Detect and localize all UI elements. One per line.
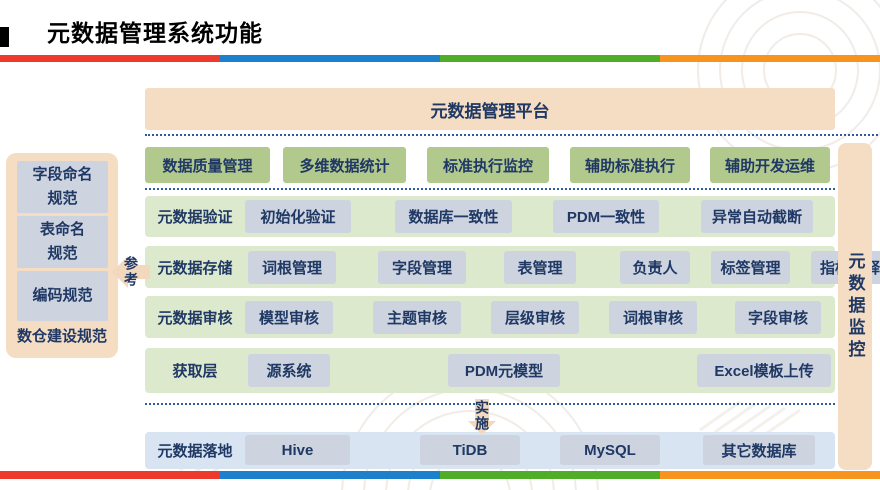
spec-box-coding: 编码规范: [17, 271, 108, 321]
layer-item: PDM一致性: [553, 200, 659, 233]
spec-box-field-naming: 字段命名 规范: [17, 161, 108, 213]
layer-storage: 元数据存储 词根管理 字段管理 表管理 负责人 标签管理 指标解释: [145, 246, 880, 288]
layer-landing: 元数据落地 Hive TiDB MySQL 其它数据库: [145, 432, 835, 469]
layer-item: 字段管理: [378, 251, 466, 284]
layer-item: 数据库一致性: [395, 200, 512, 233]
top-color-stripe: [0, 55, 880, 62]
layer-review: 元数据审核 模型审核 主题审核 层级审核 词根审核 字段审核: [145, 296, 835, 338]
landing-item-tidb: TiDB: [420, 435, 520, 465]
platform-header: 元数据管理平台: [145, 88, 835, 130]
layer-item: 词根审核: [609, 301, 697, 334]
stripe-green: [440, 471, 660, 479]
layer-label: 元数据存储: [157, 259, 233, 277]
layer-item: PDM元模型: [448, 354, 560, 387]
page-title: 元数据管理系统功能: [47, 20, 263, 46]
function-box-multidim-stats: 多维数据统计: [283, 147, 406, 183]
layer-acquisition: 获取层 源系统 PDM元模型 Excel模板上传: [145, 348, 835, 393]
metadata-monitor-panel: 元数据监控: [838, 143, 872, 470]
layer-item: 主题审核: [373, 301, 461, 334]
stripe-red: [0, 471, 220, 479]
layer-item: Excel模板上传: [697, 354, 831, 387]
stripe-orange: [660, 471, 880, 479]
page-edge-mark: [0, 27, 9, 47]
layer-label: 元数据审核: [157, 309, 233, 327]
bottom-color-stripe: [0, 471, 880, 479]
implementation-label: 实施: [474, 400, 490, 432]
landing-item-hive: Hive: [245, 435, 350, 465]
monitor-label: 元数据监控: [845, 251, 865, 362]
landing-item-mysql: MySQL: [560, 435, 660, 465]
layer-item: 模型审核: [245, 301, 333, 334]
separator-functions: [145, 188, 835, 190]
layer-item: 标签管理: [711, 251, 790, 284]
layer-item: 异常自动截断: [701, 200, 813, 233]
reference-annotation: 参考: [110, 248, 152, 296]
layer-item: 负责人: [620, 251, 690, 284]
layer-item: 字段审核: [735, 301, 821, 334]
layer-item: 层级审核: [491, 301, 579, 334]
implementation-annotation: 实施: [462, 395, 502, 437]
layer-item: 表管理: [504, 251, 576, 284]
reference-label: 参考: [123, 256, 139, 288]
stripe-red: [0, 55, 220, 62]
layer-item: 源系统: [248, 354, 330, 387]
stripe-blue: [220, 471, 440, 479]
naming-spec-panel: 字段命名 规范 表命名 规范 编码规范 数仓建设规范: [6, 153, 118, 358]
layer-item: 词根管理: [248, 251, 336, 284]
function-box-standard-monitor: 标准执行监控: [427, 147, 549, 183]
function-box-devops-assist: 辅助开发运维: [710, 147, 830, 183]
layer-label: 获取层: [172, 363, 218, 380]
spec-panel-footer: 数仓建设规范: [16, 328, 107, 345]
function-box-data-quality: 数据质量管理: [145, 147, 270, 183]
layer-label: 元数据落地: [157, 443, 233, 460]
layer-item: 初始化验证: [245, 200, 351, 233]
landing-item-other-db: 其它数据库: [703, 435, 815, 465]
separator-header: [145, 134, 878, 136]
separator-implementation: [145, 403, 835, 405]
down-arrow-icon: [468, 399, 496, 435]
stripe-blue: [220, 55, 440, 62]
function-box-standard-assist: 辅助标准执行: [570, 147, 690, 183]
stripe-orange: [660, 55, 880, 62]
left-arrow-icon: [112, 256, 150, 288]
layer-label: 元数据验证: [157, 209, 233, 226]
spec-box-table-naming: 表命名 规范: [17, 216, 108, 268]
stripe-green: [440, 55, 660, 62]
layer-validation: 元数据验证 初始化验证 数据库一致性 PDM一致性 异常自动截断: [145, 196, 835, 237]
